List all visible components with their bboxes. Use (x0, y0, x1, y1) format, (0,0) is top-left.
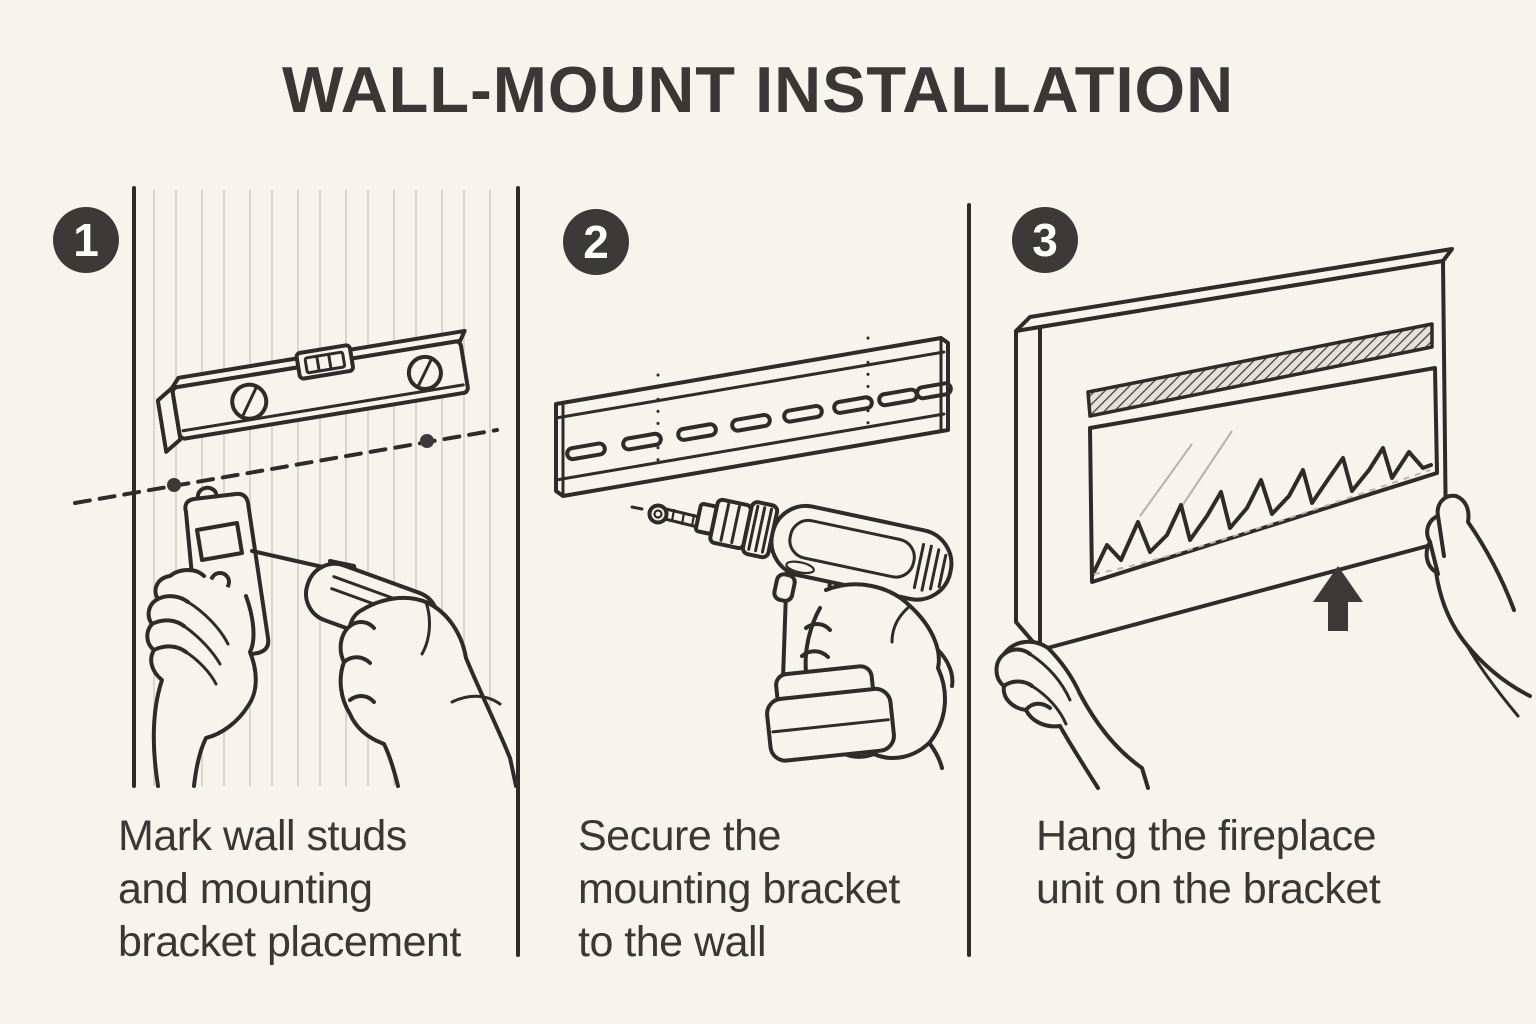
dashed-guide-line (73, 428, 499, 505)
step-2-number: 2 (583, 216, 609, 268)
fireplace-glass (1088, 366, 1439, 584)
caption-line: mounting bracket (578, 865, 900, 913)
page-title: WALL-MOUNT INSTALLATION (281, 53, 1235, 126)
step-2-caption: Secure the mounting bracket to the wall (578, 810, 900, 969)
drill-battery-illustration (765, 664, 896, 763)
up-arrow-icon (1313, 566, 1363, 631)
step-3-badge: 3 (1012, 207, 1078, 273)
spirit-level-illustration (155, 328, 470, 454)
caption-line: Secure the (578, 812, 781, 860)
flame-ember-line (1090, 446, 1433, 578)
ember-detail-line (1093, 469, 1431, 575)
step-3-illustration (994, 247, 1536, 790)
mounting-bracket-illustration (554, 336, 953, 498)
caption-line: bracket placement (118, 918, 461, 966)
caption-line: unit on the bracket (1036, 865, 1381, 913)
step-1-badge: 1 (53, 207, 119, 273)
step-1-illustration (73, 186, 518, 788)
step-2-illustration (554, 336, 955, 770)
stud-finder-screen (195, 521, 244, 562)
step-2-badge: 2 (563, 209, 629, 275)
caption-line: and mounting (118, 865, 373, 913)
holding-hand-left-illustration (994, 639, 1150, 790)
bracket-slots (565, 381, 953, 462)
caption-line: to the wall (578, 918, 767, 966)
step-3-number: 3 (1032, 214, 1058, 266)
right-hand-illustration (338, 595, 518, 788)
step-1-caption: Mark wall studs and mounting bracket pla… (118, 810, 461, 969)
fireplace-side-face (1014, 325, 1042, 652)
step-3-caption: Hang the fireplace unit on the bracket (1036, 810, 1381, 916)
stud-alignment-dots (656, 336, 870, 470)
drill-trigger (772, 572, 797, 603)
fireplace-vent (1086, 322, 1434, 418)
step-1-number: 1 (73, 214, 99, 266)
fireplace-unit-illustration (1014, 247, 1454, 652)
stud-mark-dot (167, 478, 181, 492)
level-vial-left-icon (230, 382, 269, 421)
holding-hand-right-illustration (1424, 493, 1536, 718)
caption-line: Mark wall studs (118, 812, 407, 860)
screw-head (647, 503, 669, 525)
left-hand-illustration (145, 568, 258, 788)
caption-line: Hang the fireplace (1036, 812, 1377, 860)
level-vial-right-icon (406, 354, 443, 391)
stud-mark-dot (420, 434, 434, 448)
